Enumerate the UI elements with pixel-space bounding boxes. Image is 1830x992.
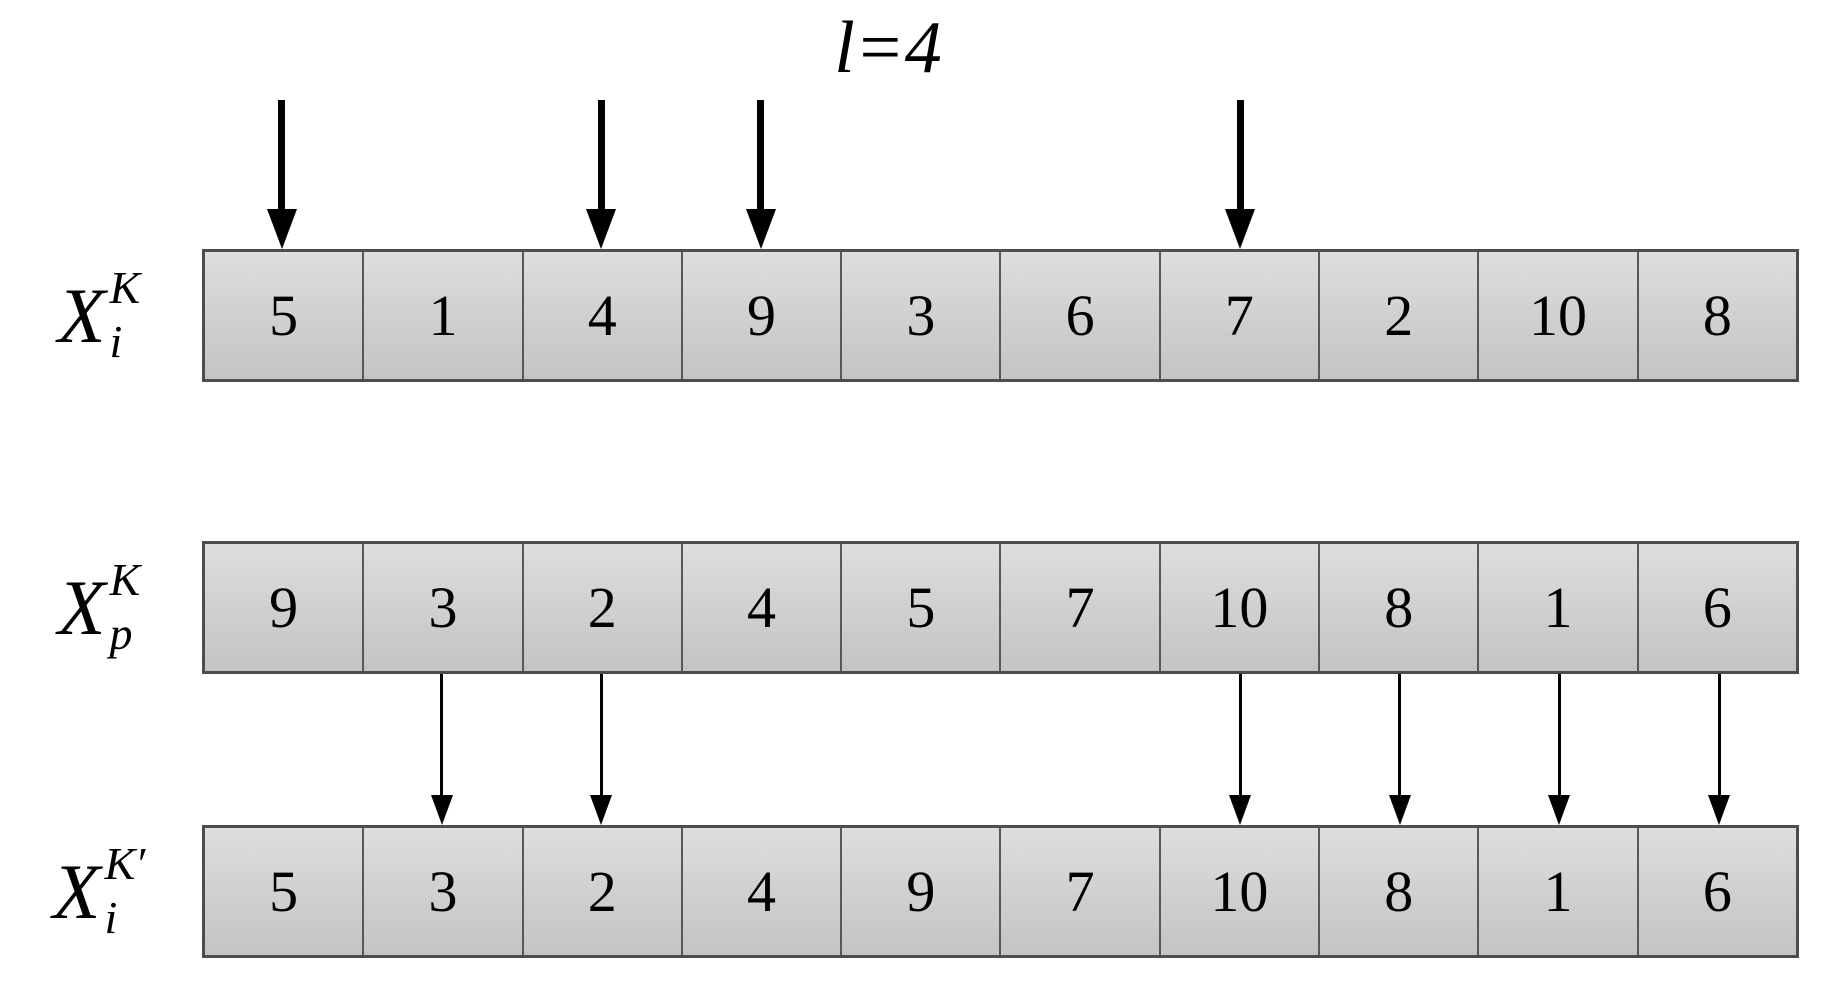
- arrow-head-icon: [1229, 795, 1252, 825]
- array-cell: 6: [1636, 544, 1796, 671]
- array-cells-xp-k: 9 3 2 4 5 7 10 8 1 6: [202, 541, 1799, 674]
- arrow-head-icon: [745, 209, 776, 249]
- label-scripts: K p: [109, 553, 141, 659]
- array-cell: 7: [1158, 252, 1319, 379]
- label-superscript: K: [109, 553, 141, 605]
- selection-arrow: [586, 100, 617, 249]
- label-subscript: i: [104, 891, 118, 943]
- array-row-xi-k: X K i 5 1 4 9 3 6 7 2 10 8: [0, 249, 1830, 382]
- arrow-head-icon: [430, 795, 453, 825]
- selection-arrow: [1225, 100, 1256, 249]
- array-cell: 10: [1158, 828, 1319, 955]
- array-cell: 1: [1477, 828, 1637, 955]
- array-cell: 8: [1318, 828, 1478, 955]
- row-label-xp-k: X K p: [14, 541, 184, 674]
- array-cell: 5: [205, 252, 363, 379]
- array-cell: 9: [205, 544, 363, 671]
- label-base: X: [52, 847, 101, 935]
- array-cell: 4: [680, 544, 841, 671]
- array-cell: 3: [840, 252, 1000, 379]
- row-label-xi-k: X K i: [14, 249, 184, 382]
- array-cell: 1: [362, 252, 522, 379]
- array-cell: 9: [680, 252, 841, 379]
- array-row-xp-k: X K p 9 3 2 4 5 7 10 8 1 6: [0, 541, 1830, 674]
- array-cell: 1: [1477, 544, 1637, 671]
- arrow-head-icon: [590, 795, 613, 825]
- arrow-shaft: [597, 100, 605, 213]
- array-cell: 3: [362, 828, 522, 955]
- array-cell: 4: [680, 828, 841, 955]
- arrow-head-icon: [1548, 795, 1571, 825]
- array-cell: 7: [999, 828, 1159, 955]
- array-cell: 10: [1477, 252, 1637, 379]
- arrow-shaft: [1717, 674, 1721, 798]
- array-cells-xi-k-prime: 5 3 2 4 9 7 10 8 1 6: [202, 825, 1799, 958]
- arrow-shaft: [1398, 674, 1402, 798]
- label-base: X: [57, 563, 106, 651]
- arrow-shaft: [440, 674, 444, 798]
- array-cell: 7: [999, 544, 1159, 671]
- arrow-head-icon: [1708, 795, 1731, 825]
- array-cells-xi-k: 5 1 4 9 3 6 7 2 10 8: [202, 249, 1799, 382]
- array-cell: 8: [1636, 252, 1796, 379]
- array-cell: 2: [521, 544, 681, 671]
- arrow-head-icon: [586, 209, 617, 249]
- copy-arrow: [1708, 674, 1731, 825]
- array-cell: 2: [1318, 252, 1478, 379]
- array-cell: 6: [1636, 828, 1796, 955]
- segment-length-label: l=4: [834, 7, 942, 89]
- copy-arrow: [1548, 674, 1571, 825]
- copy-arrow: [1388, 674, 1411, 825]
- arrow-shaft: [599, 674, 603, 798]
- label-scripts: K i: [109, 261, 141, 367]
- label-subscript: p: [109, 607, 133, 659]
- label-superscript: K: [109, 261, 141, 313]
- label-scripts: K′ i: [104, 837, 146, 943]
- array-row-xi-k-prime: X K′ i 5 3 2 4 9 7 10 8 1 6: [0, 825, 1830, 958]
- arrow-head-icon: [1388, 795, 1411, 825]
- array-cell: 5: [840, 544, 1000, 671]
- copy-arrow: [1229, 674, 1252, 825]
- label-base: X: [57, 271, 106, 359]
- arrow-shaft: [1236, 100, 1244, 213]
- copy-arrow: [590, 674, 613, 825]
- array-cell: 8: [1318, 544, 1478, 671]
- array-cell: 6: [999, 252, 1159, 379]
- selection-arrow: [266, 100, 297, 249]
- arrow-head-icon: [266, 209, 297, 249]
- array-cell: 3: [362, 544, 522, 671]
- array-cell: 5: [205, 828, 363, 955]
- arrow-shaft: [278, 100, 286, 213]
- array-cell: 10: [1158, 544, 1319, 671]
- arrow-shaft: [1557, 674, 1561, 798]
- array-cell: 9: [840, 828, 1000, 955]
- row-label-xi-k-prime: X K′ i: [14, 825, 184, 958]
- copy-arrow: [430, 674, 453, 825]
- label-superscript: K′: [104, 837, 146, 889]
- arrow-shaft: [757, 100, 765, 213]
- arrow-shaft: [1238, 674, 1242, 798]
- label-subscript: i: [109, 315, 123, 367]
- array-cell: 2: [521, 828, 681, 955]
- arrow-head-icon: [1225, 209, 1256, 249]
- array-cell: 4: [521, 252, 681, 379]
- selection-arrow: [745, 100, 776, 249]
